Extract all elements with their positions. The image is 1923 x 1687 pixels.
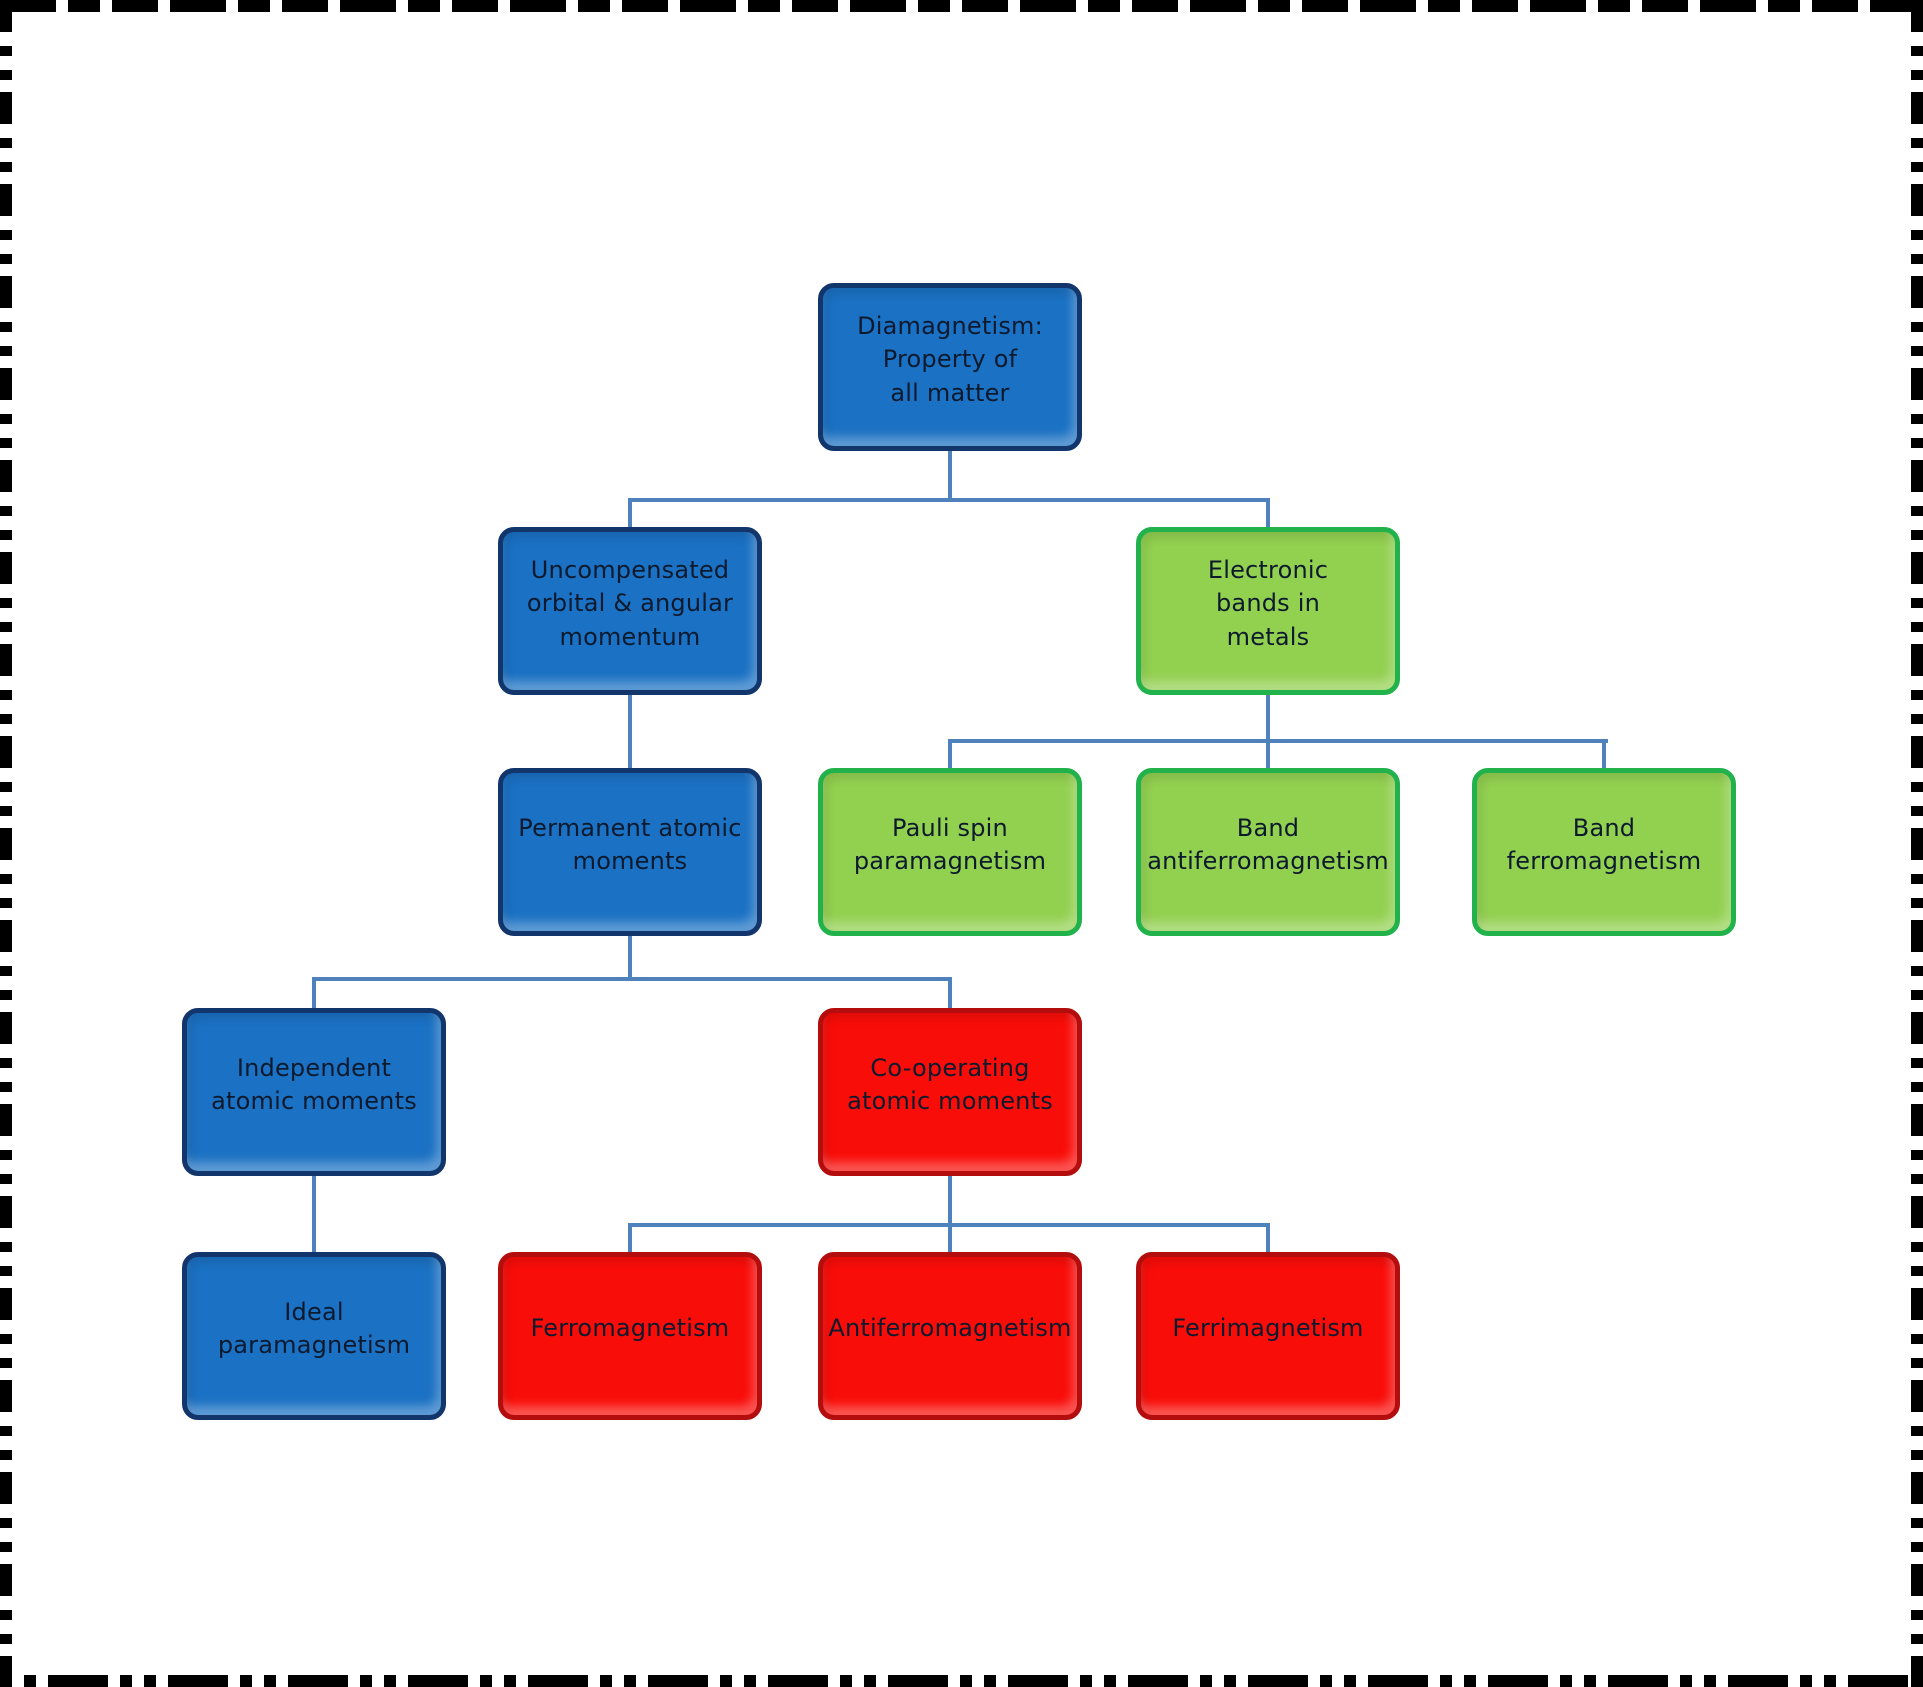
node-ferrimagnetism: Ferrimagnetism (1136, 1252, 1400, 1420)
node-ferromagnetism-label: Ferromagnetism (530, 1314, 730, 1343)
connector-drop-electronic (1266, 498, 1270, 529)
node-band-ferromagnetism-label: Band ferromagnetism (1506, 813, 1702, 875)
node-band-antiferromagnetism: Band antiferromagnetism (1136, 768, 1400, 936)
node-band-ferromagnetism: Band ferromagnetism (1472, 768, 1736, 936)
node-cooperating-atomic-moments: Co-operating atomic moments (818, 1008, 1082, 1176)
node-antiferromagnetism-label: Antiferromagnetism (828, 1314, 1072, 1343)
connector-level4-rail (312, 977, 952, 981)
connector-cooperating-stem (948, 1176, 952, 1227)
node-ferrimagnetism-label: Ferrimagnetism (1172, 1314, 1364, 1343)
frame-border-top (0, 0, 1923, 12)
node-independent-atomic-moments: Independent atomic moments (182, 1008, 446, 1176)
node-pauli-spin-paramagnetism-label: Pauli spin paramagnetism (853, 813, 1047, 875)
node-ferromagnetism: Ferromagnetism (498, 1252, 762, 1420)
connector-drop-uncompensated (628, 498, 632, 529)
connector-permanent-stem (628, 936, 632, 981)
connector-drop-pauli (948, 739, 952, 770)
connector-uncompensated-permanent (628, 695, 632, 770)
connector-drop-ferromagnetism (628, 1223, 632, 1254)
node-uncompensated-momentum: Uncompensated orbital & angular momentum (498, 527, 762, 695)
node-cooperating-atomic-moments-label: Co-operating atomic moments (847, 1053, 1053, 1115)
node-electronic-bands-label: Electronic bands in metals (1207, 556, 1329, 651)
connector-drop-band-ferro (1602, 739, 1606, 770)
frame-border-bottom (0, 1675, 1923, 1687)
node-diamagnetism-label: Diamagnetism: Property of all matter (857, 312, 1043, 407)
frame-border-left (0, 0, 12, 1687)
connector-drop-antiferromagnetism (948, 1223, 952, 1254)
node-electronic-bands: Electronic bands in metals (1136, 527, 1400, 695)
node-ideal-paramagnetism-label: Ideal paramagnetism (217, 1297, 411, 1359)
connector-independent-ideal (312, 1176, 316, 1254)
node-antiferromagnetism: Antiferromagnetism (818, 1252, 1082, 1420)
connector-level2-rail (628, 498, 1270, 502)
connector-green-rail (948, 739, 1608, 743)
node-independent-atomic-moments-label: Independent atomic moments (211, 1053, 417, 1115)
frame-border-right (1911, 0, 1923, 1687)
node-diamagnetism: Diamagnetism: Property of all matter (818, 283, 1082, 451)
connector-drop-cooperating (948, 977, 952, 1010)
node-ideal-paramagnetism: Ideal paramagnetism (182, 1252, 446, 1420)
connector-drop-independent (312, 977, 316, 1010)
node-permanent-atomic-moments-label: Permanent atomic moments (518, 813, 742, 875)
node-uncompensated-momentum-label: Uncompensated orbital & angular momentum (526, 556, 734, 651)
connector-drop-ferrimagnetism (1266, 1223, 1270, 1254)
node-permanent-atomic-moments: Permanent atomic moments (498, 768, 762, 936)
node-band-antiferromagnetism-label: Band antiferromagnetism (1147, 813, 1389, 875)
connector-electronic-stem (1266, 695, 1270, 770)
connector-diamagnetism-stem (948, 451, 952, 502)
node-pauli-spin-paramagnetism: Pauli spin paramagnetism (818, 768, 1082, 936)
